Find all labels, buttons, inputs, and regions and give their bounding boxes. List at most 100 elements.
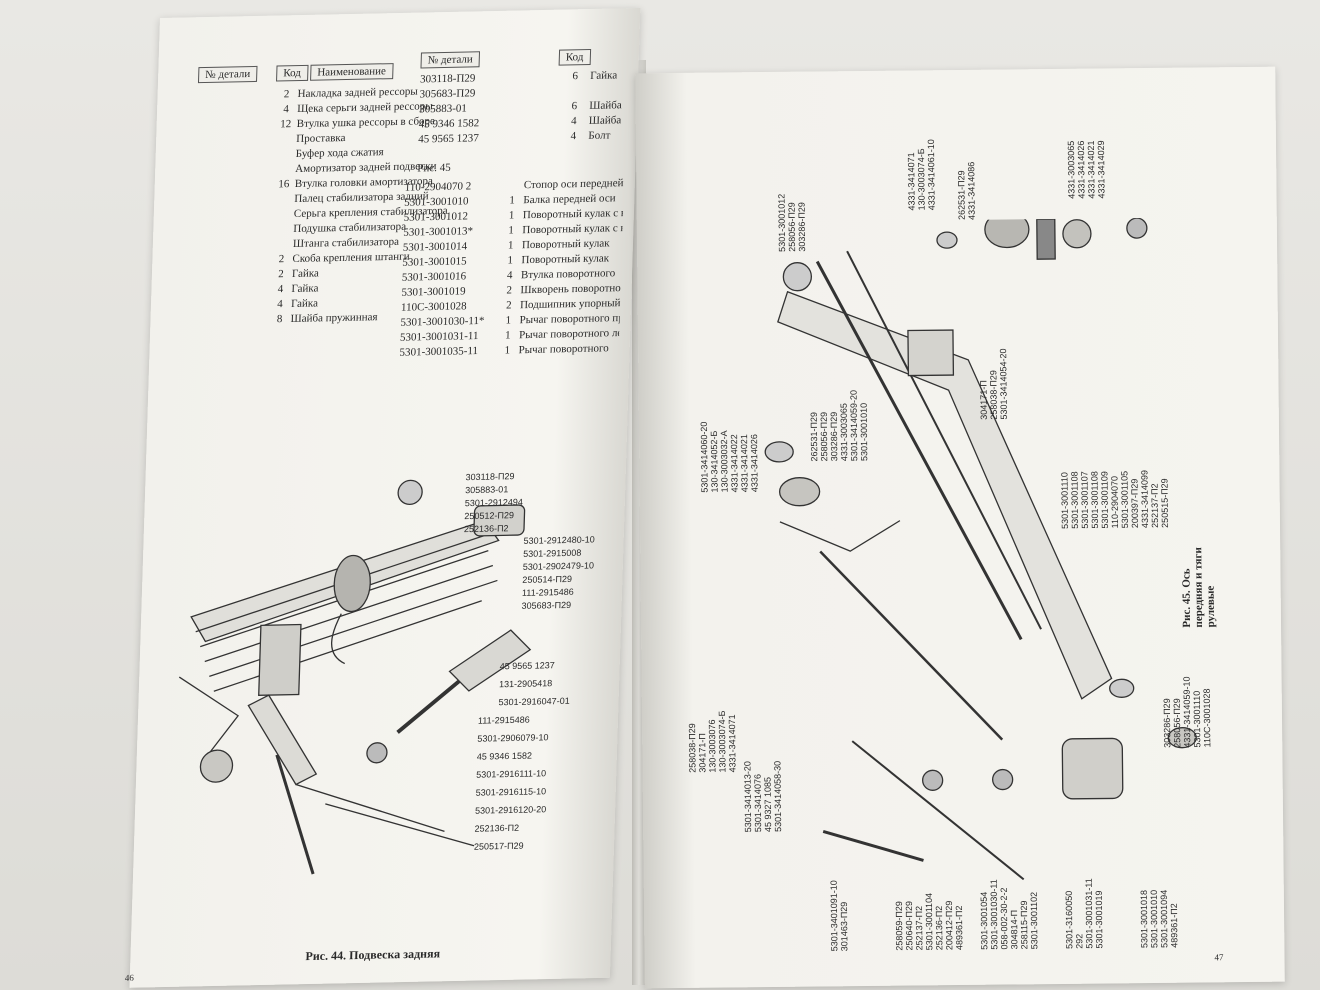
diagram-label: 130-3003074-Б (716, 710, 728, 773)
diagram-label: 4331-3414026 (749, 434, 760, 493)
cell-qty: 4 (506, 269, 513, 282)
cell-code: 6 (571, 100, 578, 113)
diagram-label: 45 9565 1237 (499, 660, 555, 672)
table2-header-part-no: № детали (420, 51, 481, 69)
cell-qty: 1 (509, 194, 516, 207)
cell-qty: 1 (507, 254, 514, 267)
rear-suspension-diagram (178, 479, 532, 875)
diagram-label: 252136-П2 (933, 905, 945, 951)
fig45-heading: Рис. 45 (417, 161, 451, 175)
diagram-label: 5301-2902479-10 (522, 560, 595, 572)
cell-code: 2 (278, 268, 284, 281)
cell-code: 6 (572, 70, 579, 83)
diagram-label: 303118-П29 (465, 471, 515, 483)
diagram-label: 5301-3001019 (1093, 890, 1105, 949)
diagram-label: 200412-П29 (943, 900, 955, 951)
diagram-label: 058-002-30-2-2 (998, 887, 1010, 950)
diagram-label: 258038-П29 (687, 723, 698, 773)
cell-name: Шайба пружинная (290, 311, 378, 326)
diagram-label: 5301-3001010 (1148, 889, 1160, 949)
diagram-label: 5301-2916115-10 (475, 786, 547, 798)
cell-code: 2 (278, 253, 285, 266)
diagram-label: 5301-3401091-10 (828, 880, 840, 952)
diagram-label: 258059-П29 (893, 901, 905, 951)
figure-caption-45: Рис. 45. Ось передняя и тяги рулевые (1180, 547, 1218, 628)
diagram-label: 250515-П29 (1159, 478, 1171, 528)
cell-qty: 2 (506, 284, 513, 297)
diagram-label: 5301-3001031-11 (1083, 878, 1095, 949)
diagram-label: 303286-П29 (796, 202, 808, 252)
cell-qty: 1 (504, 329, 511, 342)
diagram-label: 5301-3001094 (1158, 889, 1170, 948)
cell-code: 4 (277, 283, 284, 296)
diagram-label: 5301-2916111-10 (476, 768, 547, 780)
cell-qty: 1 (508, 224, 515, 237)
diagram-label: 305883-01 (465, 484, 509, 496)
cell-code (271, 237, 293, 252)
diagram-label: 130-3003076 (706, 719, 718, 773)
diagram-label: 5301-3001110 (1059, 472, 1071, 529)
cell-qty (510, 178, 524, 193)
diagram-label: 131-2905418 (498, 678, 553, 690)
cell-code: 4 (570, 115, 577, 128)
diagram-label: 258056-П29 (786, 202, 798, 252)
diagram-label: 5301-3001104 (923, 892, 935, 951)
diagram-label: 305683-П29 (521, 599, 572, 611)
diagram-label: 5301-2915008 (523, 547, 582, 559)
diagram-label: 45 9346 1582 (476, 750, 533, 762)
diagram-label: 4331-3414029 (1095, 140, 1107, 199)
diagram-label: 5301-3414013-20 (742, 761, 754, 833)
cell-code: 12 (279, 118, 292, 131)
table2-header-code: Код (558, 48, 591, 66)
diagram-label: 301463-П29 (838, 901, 850, 952)
cell-qty: 2 (505, 299, 512, 312)
table-header-part-no: № детали (197, 65, 258, 84)
cell-qty: 1 (504, 344, 511, 357)
diagram-label: 4331-3414059-10 (1181, 676, 1193, 748)
diagram-label: 5301-3001102 (1028, 891, 1040, 950)
cell-qty: 1 (508, 209, 515, 222)
diagram-label: 110С-3001028 (1201, 688, 1213, 748)
cell-name: Шайба (588, 114, 622, 127)
front-axle-diagram (764, 217, 1197, 881)
diagram-label: 4331-3414071 (726, 714, 738, 773)
diagram-label: 5301-3001108 (1089, 471, 1101, 529)
cell-code (272, 207, 294, 222)
diagram-label: 252137-П2 (1149, 483, 1161, 529)
cell-qty: 1 (505, 314, 512, 327)
diagram-label: 5301-2916120-20 (474, 804, 547, 816)
diagram-label: 111-2915486 (521, 586, 574, 598)
cell-name: Рычаг поворотного (518, 342, 609, 357)
diagram-label: 4331-3414026 (1075, 140, 1087, 199)
cell-name: Шайба (589, 99, 622, 112)
diagram-label: 4331-3414099 (1139, 469, 1151, 529)
cell-code (272, 192, 294, 207)
diagram-label: 252136-П2 (463, 523, 509, 535)
diagram-label: 489361-П2 (953, 905, 965, 951)
diagram-label: 5301-2916047-01 (498, 695, 570, 708)
table-header-name: Наименование (310, 63, 394, 81)
page-number-right: 47 (1214, 952, 1224, 963)
diagram-label: 110-2904070 (1109, 475, 1121, 529)
